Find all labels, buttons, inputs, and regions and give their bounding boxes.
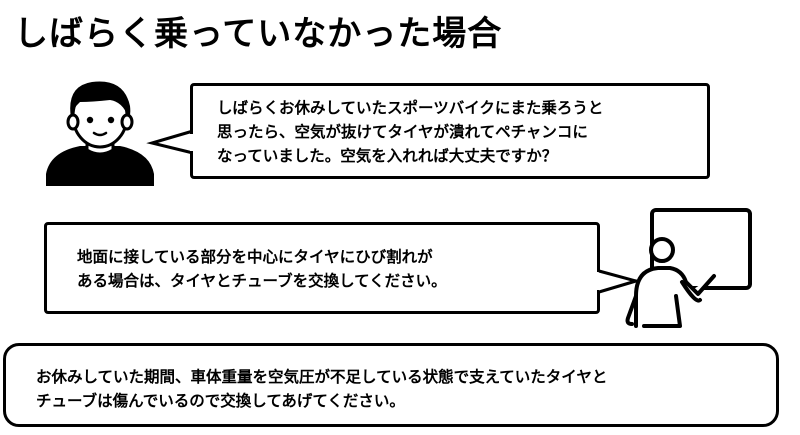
- speech-tail-right: [596, 269, 642, 294]
- note-box: お休みしていた期間、車体重量を空気圧が不足している状態で支えていたタイヤと チュ…: [3, 343, 779, 427]
- note-line: お休みしていた期間、車体重量を空気圧が不足している状態で支えていたタイヤと: [36, 368, 608, 386]
- question-line: しばらくお休みしていたスポーツバイクにまた乗ろうと: [217, 99, 604, 117]
- tail-join-cover: [190, 134, 195, 151]
- question-bubble: しばらくお休みしていたスポーツバイクにまた乗ろうと 思ったら、空気が抜けてタイヤ…: [190, 83, 710, 179]
- question-line: 思ったら、空気が抜けてタイヤが潰れてペチャンコに: [217, 123, 588, 141]
- note-line: チューブは傷んでいるので交換してあげてください。: [36, 392, 405, 410]
- question-line: なっていました。空気を入れれば大丈夫ですか？: [217, 147, 558, 165]
- presenter-icon: [625, 208, 752, 328]
- answer-bubble: 地面に接している部分を中心にタイヤにひび割れが ある場合は、タイヤとチューブを交…: [44, 222, 600, 314]
- answer-line: ある場合は、タイヤとチューブを交換してください。: [77, 272, 447, 290]
- answer-line: 地面に接している部分を中心にタイヤにひび割れが: [77, 248, 433, 266]
- person-icon: [46, 81, 154, 186]
- page-title: しばらく乗っていなかった場合: [14, 14, 503, 54]
- speech-tail-left: [146, 129, 194, 155]
